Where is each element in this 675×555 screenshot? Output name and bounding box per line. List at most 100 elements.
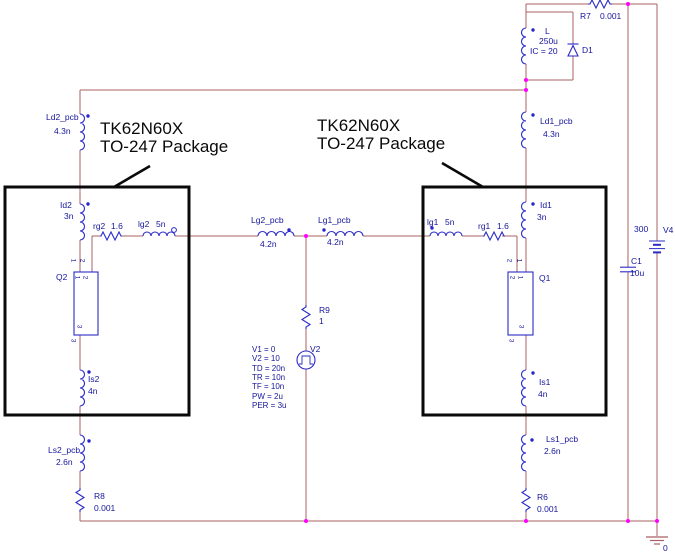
label-id1-ref[interactable]: Id1 bbox=[540, 200, 552, 210]
label-r7-value[interactable]: 0.001 bbox=[600, 11, 622, 21]
label-r6-ref[interactable]: R6 bbox=[537, 492, 548, 502]
label-r9-value[interactable]: 1 bbox=[319, 316, 324, 326]
label-ls2-pcb-ref[interactable]: Ls2_pcb bbox=[48, 445, 81, 455]
inductor-l[interactable] bbox=[520, 27, 527, 65]
label-r8-ref[interactable]: R8 bbox=[94, 491, 105, 501]
callout-line-right bbox=[441, 161, 484, 189]
inductor-lg1-pcb[interactable] bbox=[326, 230, 364, 237]
inductor-id1[interactable] bbox=[520, 201, 527, 239]
label-l-ic[interactable]: IC = 20 bbox=[530, 46, 558, 56]
label-v2-param-v2[interactable]: V2 = 10 bbox=[252, 354, 280, 363]
label-v2-param-per[interactable]: PER = 3u bbox=[252, 401, 287, 410]
label-v2-param-tf[interactable]: TF = 10n bbox=[252, 382, 285, 391]
source-v4[interactable] bbox=[649, 240, 665, 254]
q2-pin3-outside: 3 bbox=[69, 338, 77, 343]
q1-pin1-inside: 1 bbox=[516, 275, 524, 280]
label-ld2-pcb-value[interactable]: 4.3n bbox=[54, 126, 71, 136]
label-lg2-ref[interactable]: lg2 bbox=[138, 219, 150, 229]
mosfet-q2-body[interactable] bbox=[73, 271, 99, 336]
label-q1-ref[interactable]: Q1 bbox=[539, 273, 551, 283]
ground-symbol[interactable] bbox=[646, 536, 668, 545]
source-v2[interactable] bbox=[296, 350, 316, 370]
label-l-ref[interactable]: L bbox=[545, 26, 550, 36]
label-id1-value[interactable]: 3n bbox=[537, 212, 547, 222]
label-is1-value[interactable]: 4n bbox=[538, 389, 548, 399]
annotation-right-line1[interactable]: TK62N60X bbox=[317, 116, 401, 135]
label-ld2-pcb-ref[interactable]: Ld2_pcb bbox=[46, 112, 79, 122]
label-ld1-pcb-value[interactable]: 4.3n bbox=[543, 129, 560, 139]
q2-pin3-inside: 3 bbox=[75, 324, 83, 329]
inductor-lg2[interactable] bbox=[142, 231, 176, 237]
label-is2-value[interactable]: 4n bbox=[88, 386, 98, 396]
label-rg2-ref[interactable]: rg2 bbox=[93, 221, 106, 231]
resistor-r8[interactable] bbox=[74, 488, 86, 512]
label-ld1-pcb-ref[interactable]: Ld1_pcb bbox=[540, 116, 573, 126]
label-q2-ref[interactable]: Q2 bbox=[56, 272, 68, 282]
label-lg2-pcb-ref[interactable]: Lg2_pcb bbox=[251, 215, 284, 225]
inductor-lg2-pcb[interactable] bbox=[257, 230, 295, 237]
wire-gate-net[interactable] bbox=[91, 235, 518, 272]
inductor-ls1-pcb[interactable] bbox=[520, 434, 527, 472]
label-ls1-pcb-value[interactable]: 2.6n bbox=[544, 446, 561, 456]
q2-pin2-outside: 2 bbox=[78, 258, 86, 263]
inductor-id2[interactable] bbox=[79, 203, 86, 241]
inductor-ld1-pcb[interactable] bbox=[520, 111, 527, 149]
label-rg2-value[interactable]: 1.6 bbox=[111, 221, 123, 231]
q1-pin3-outside: 3 bbox=[507, 338, 515, 343]
resistor-r7[interactable] bbox=[588, 0, 612, 10]
inductor-is2[interactable] bbox=[79, 369, 86, 407]
inductor-lg1[interactable] bbox=[429, 231, 463, 237]
inductor-ld2-pcb[interactable] bbox=[79, 113, 86, 151]
q1-pin2-inside: 2 bbox=[508, 275, 516, 280]
label-d1-ref[interactable]: D1 bbox=[582, 45, 593, 55]
annotation-left-line1[interactable]: TK62N60X bbox=[100, 119, 184, 138]
label-id2-value[interactable]: 3n bbox=[64, 211, 74, 221]
label-v2-param-pw[interactable]: PW = 2u bbox=[252, 392, 283, 401]
wire-segments[interactable] bbox=[79, 3, 658, 536]
pin1-marker-dots bbox=[86, 28, 535, 443]
label-r8-value[interactable]: 0.001 bbox=[94, 503, 116, 513]
label-c1-value[interactable]: 10u bbox=[630, 268, 645, 278]
label-ground-0[interactable]: 0 bbox=[663, 543, 668, 553]
label-r9-ref[interactable]: R9 bbox=[319, 305, 330, 315]
label-r7-ref[interactable]: R7 bbox=[580, 11, 591, 21]
label-v4-value[interactable]: 300 bbox=[634, 224, 649, 234]
annotation-right-line2[interactable]: TO-247 Package bbox=[317, 134, 446, 153]
label-v2-param-v1[interactable]: V1 = 0 bbox=[252, 345, 276, 354]
inductor-ls2-pcb[interactable] bbox=[79, 434, 86, 472]
resistor-r9[interactable] bbox=[300, 305, 312, 329]
label-rg1-ref[interactable]: rg1 bbox=[478, 221, 491, 231]
label-ls1-pcb-ref[interactable]: Ls1_pcb bbox=[546, 434, 579, 444]
label-ls2-pcb-value[interactable]: 2.6n bbox=[56, 457, 73, 467]
capacitor-c1[interactable] bbox=[620, 266, 636, 273]
label-lg1-pcb-value[interactable]: 4.2n bbox=[327, 237, 344, 247]
label-v4-ref[interactable]: V4 bbox=[663, 225, 674, 235]
inductor-is1[interactable] bbox=[520, 369, 527, 407]
label-lg2-pcb-value[interactable]: 4.2n bbox=[260, 239, 277, 249]
diode-d1[interactable] bbox=[567, 43, 579, 57]
label-rg1-value[interactable]: 1.6 bbox=[497, 221, 509, 231]
label-is2-ref[interactable]: Is2 bbox=[88, 374, 100, 384]
label-lg2-value[interactable]: 5n bbox=[156, 219, 166, 229]
wire-d1-branch[interactable] bbox=[526, 11, 574, 81]
label-v2-param-tr[interactable]: TR = 10n bbox=[252, 373, 286, 382]
annotation-graphics[interactable] bbox=[3, 161, 608, 417]
label-id2-ref[interactable]: Id2 bbox=[60, 200, 72, 210]
resistor-rg2[interactable] bbox=[100, 230, 122, 242]
mosfet-q1-body[interactable] bbox=[507, 271, 534, 336]
resistor-rg1[interactable] bbox=[483, 230, 505, 242]
label-lg1-pcb-ref[interactable]: Lg1_pcb bbox=[318, 215, 351, 225]
package-box-right[interactable] bbox=[421, 185, 608, 417]
label-lg1-value[interactable]: 5n bbox=[445, 217, 455, 227]
label-lg1-ref[interactable]: lg1 bbox=[427, 217, 439, 227]
label-v2-ref[interactable]: V2 bbox=[310, 344, 321, 354]
resistor-r6[interactable] bbox=[520, 488, 532, 512]
annotation-left-line2[interactable]: TO-247 Package bbox=[100, 137, 229, 156]
package-box-left[interactable] bbox=[3, 185, 191, 417]
q2-pin1-outside: 1 bbox=[69, 258, 77, 263]
label-r6-value[interactable]: 0.001 bbox=[537, 504, 559, 514]
label-v2-param-td[interactable]: TD = 20n bbox=[252, 364, 286, 373]
label-c1-ref[interactable]: C1 bbox=[631, 256, 642, 266]
label-is1-ref[interactable]: Is1 bbox=[539, 377, 551, 387]
label-l-value[interactable]: 250u bbox=[539, 36, 558, 46]
